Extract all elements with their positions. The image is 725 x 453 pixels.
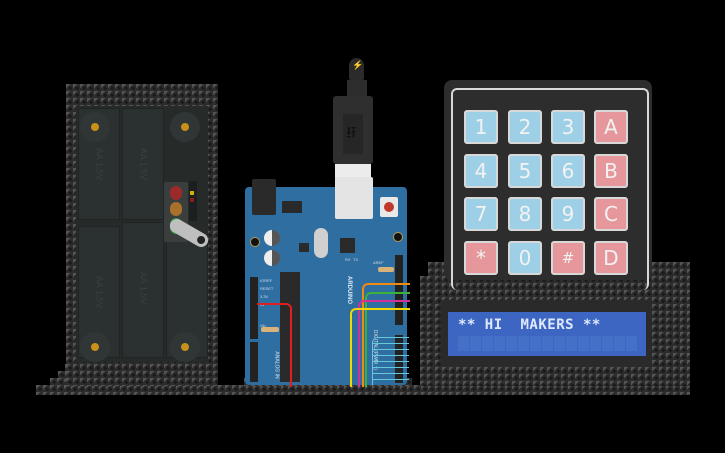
battery-terminal <box>80 332 110 362</box>
power-label: Vin <box>260 323 266 328</box>
keypad-base-step <box>420 276 434 386</box>
mounting-hole <box>250 237 260 247</box>
key-0[interactable]: 0 <box>508 241 542 275</box>
wire-cyan-bundle[interactable] <box>372 337 409 385</box>
key-B[interactable]: B <box>594 154 628 188</box>
led-label: TX <box>353 257 359 262</box>
wire-red[interactable] <box>257 303 292 387</box>
resistor <box>378 267 394 272</box>
small-chip <box>299 243 309 252</box>
lcd-line-2 <box>458 336 637 351</box>
capacitor <box>264 230 280 246</box>
key-1[interactable]: 1 <box>464 110 498 144</box>
led-label: RX <box>345 257 351 262</box>
power-label: IOREF <box>260 278 273 283</box>
red-light <box>170 186 182 200</box>
wire-yellow[interactable] <box>350 308 410 387</box>
key-C[interactable]: C <box>594 197 628 231</box>
battery-terminal <box>80 112 110 142</box>
usb-plug-metal <box>335 164 371 178</box>
battery-terminal <box>170 112 200 142</box>
power-label: 3.3V <box>260 294 269 299</box>
power-header[interactable] <box>250 277 258 339</box>
analog-header[interactable] <box>250 342 258 382</box>
resistor <box>261 327 279 332</box>
digital-header-upper[interactable] <box>395 255 403 325</box>
lightning-icon: ⚡ <box>352 60 364 70</box>
key-D[interactable]: D <box>594 241 628 275</box>
base-plate <box>36 385 690 395</box>
key-7[interactable]: 7 <box>464 197 498 231</box>
battery-cell: AA 1.5V <box>122 222 164 358</box>
wire-green[interactable] <box>365 292 410 387</box>
lcd-text-line-1: ** HI MAKERS ** <box>458 317 601 333</box>
key-hash[interactable]: # <box>551 241 585 275</box>
reset-button[interactable] <box>380 197 398 217</box>
key-6[interactable]: 6 <box>551 154 585 188</box>
key-4[interactable]: 4 <box>464 154 498 188</box>
aref-label: AREF <box>373 260 384 265</box>
crystal <box>314 228 328 258</box>
key-3[interactable]: 3 <box>551 110 585 144</box>
usb-icon: ⭿ <box>346 125 357 142</box>
battery-cell: AA 1.5V <box>122 108 164 220</box>
battery-terminal <box>170 332 200 362</box>
key-5[interactable]: 5 <box>508 154 542 188</box>
wire-orange[interactable] <box>362 283 410 387</box>
usb-connector-body: ⭿ <box>333 96 373 164</box>
power-label: RESET <box>260 286 274 291</box>
arduino-logo-text: ARDUINO <box>346 276 352 304</box>
usb-chip <box>340 238 355 253</box>
key-A[interactable]: A <box>594 110 628 144</box>
key-2[interactable]: 2 <box>508 110 542 144</box>
key-8[interactable]: 8 <box>508 197 542 231</box>
lcd-line-1: ** HI MAKERS ** <box>458 318 636 333</box>
capacitor <box>264 250 280 266</box>
usb-port <box>335 177 373 219</box>
lcd-display[interactable]: ** HI MAKERS ** <box>448 312 646 356</box>
key-star[interactable]: * <box>464 241 498 275</box>
wire-magenta[interactable] <box>358 300 410 387</box>
mounting-hole <box>393 232 403 242</box>
amber-light <box>170 202 182 216</box>
traffic-light-resistor <box>189 181 197 221</box>
voltage-regulator <box>282 201 302 213</box>
key-9[interactable]: 9 <box>551 197 585 231</box>
dc-power-jack <box>252 179 276 215</box>
